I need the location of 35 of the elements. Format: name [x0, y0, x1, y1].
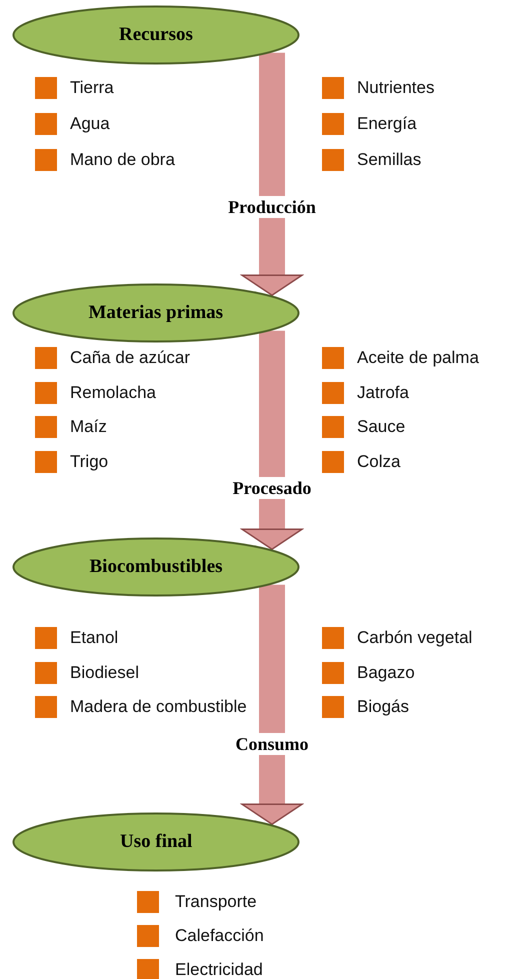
list-item: Aceite de palma [357, 347, 479, 369]
list-item: Jatrofa [357, 382, 409, 404]
list-item: Bagazo [357, 662, 415, 684]
list-item: Tierra [70, 77, 114, 99]
list-item: Transporte [175, 891, 257, 913]
list-item: Calefacción [175, 925, 264, 947]
list-item: Semillas [357, 149, 422, 171]
list-item: Carbón vegetal [357, 627, 472, 649]
list-item: Sauce [357, 416, 406, 438]
list-item: Nutrientes [357, 77, 434, 99]
block-arrow [241, 330, 303, 550]
list-item: Maíz [70, 416, 107, 438]
edge-label: Producción [225, 196, 319, 218]
block-arrow [241, 52, 303, 296]
list-item: Trigo [70, 450, 108, 472]
ellipse-node [12, 283, 300, 343]
list-item: Etanol [70, 627, 118, 649]
ellipse-node [12, 537, 300, 597]
node-title: Materias primas [88, 302, 224, 324]
node-title: Uso final [120, 831, 192, 853]
list-item: Electricidad [175, 959, 263, 979]
node-title: Recursos [119, 24, 193, 46]
block-arrow [241, 584, 303, 825]
list-item: Biogás [357, 696, 409, 718]
list-item: Remolacha [70, 382, 156, 404]
list-item: Energía [357, 113, 417, 135]
node-title: Biocombustibles [90, 556, 223, 578]
list-item: Colza [357, 450, 400, 472]
ellipse-node [12, 812, 300, 872]
list-item: Agua [70, 113, 110, 135]
ellipse-node [12, 5, 300, 65]
list-item: Caña de azúcar [70, 347, 190, 369]
list-item: Biodiesel [70, 662, 139, 684]
list-item: Madera de combustible [70, 696, 247, 718]
list-item: Mano de obra [70, 149, 175, 171]
